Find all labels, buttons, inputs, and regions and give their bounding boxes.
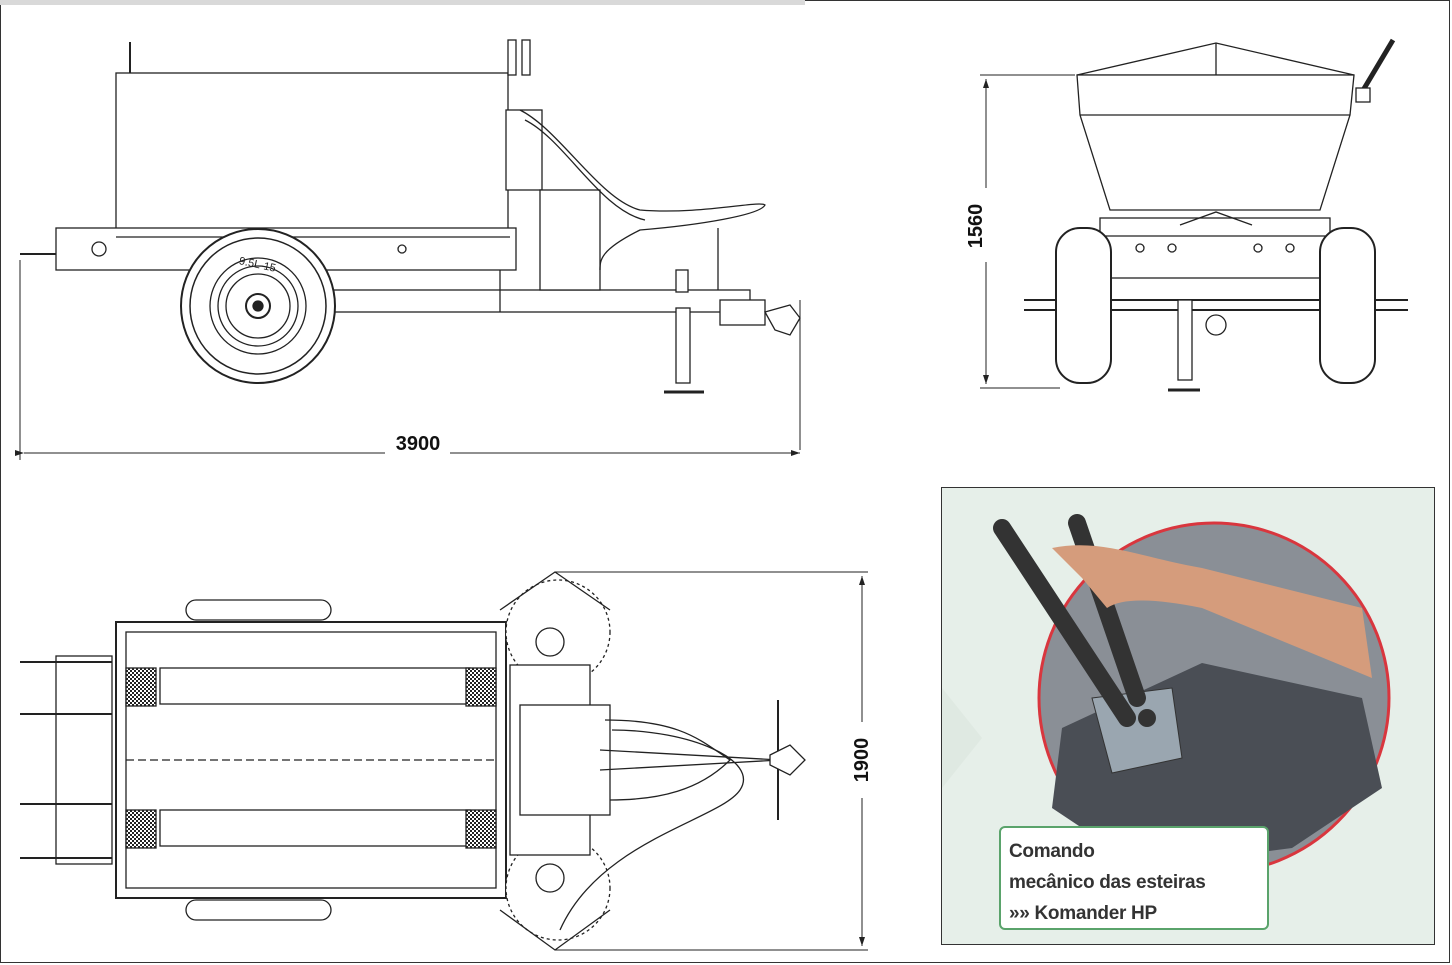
length-dimension [15, 260, 800, 460]
caption-line-3: »» Komander HP [1009, 903, 1157, 924]
caption-line-2: mecânico das esteiras [1009, 872, 1206, 893]
width-dimension-label: 1900 [851, 738, 873, 783]
rear-view [1024, 38, 1408, 392]
lever-photo-illustration [942, 514, 1391, 875]
photo-caption: Comando mecânico das esteiras »» Komande… [999, 826, 1269, 930]
top-view [20, 571, 806, 951]
height-dimension-label: 1560 [965, 204, 987, 249]
top-scroll-bar [0, 0, 805, 5]
caption-line-1: Comando [1009, 841, 1095, 862]
side-hopper [115, 72, 509, 234]
side-view [20, 39, 801, 450]
length-dimension-label: 3900 [396, 433, 441, 455]
height-dimension [980, 74, 1075, 389]
width-dimension [555, 571, 868, 951]
photo-inset: Comando mecânico das esteiras »» Komande… [941, 487, 1435, 945]
